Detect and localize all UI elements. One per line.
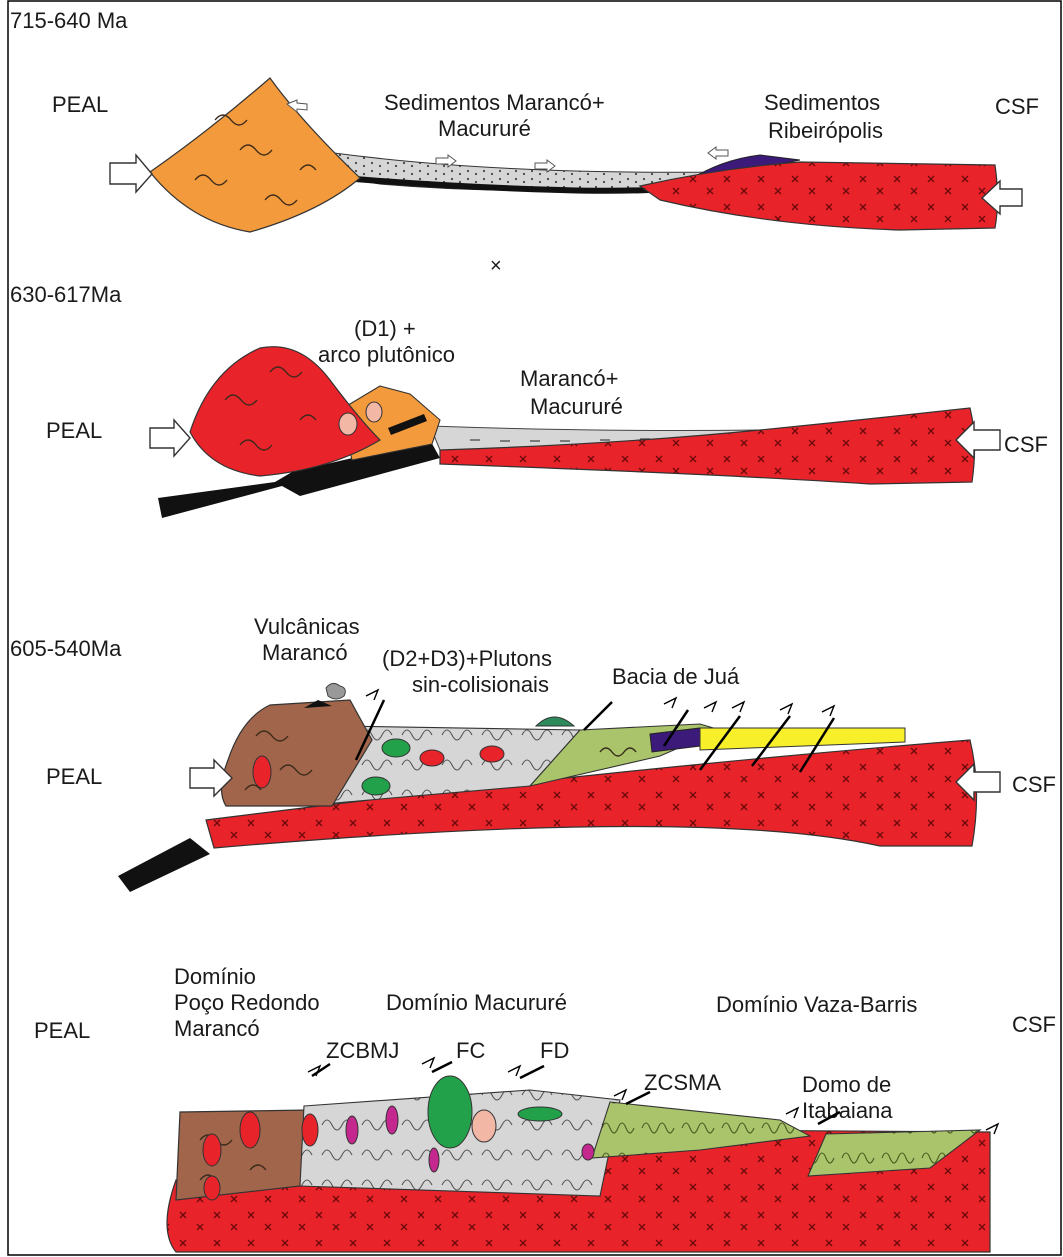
fault-zcbmj xyxy=(312,1064,330,1076)
red-pluton-3 xyxy=(204,1176,220,1200)
panel-1-label-ribeiropolis: Ribeirópolis xyxy=(768,118,883,143)
panel-2-label-d1: (D1) + xyxy=(354,316,416,341)
subducting-slab xyxy=(118,838,210,892)
panel-3-label-jua-basin: Bacia de Juá xyxy=(612,664,740,689)
orange-block xyxy=(150,78,360,232)
pink-pluton-fc xyxy=(472,1110,496,1142)
thrust-symbol-4 xyxy=(614,1090,626,1100)
magenta-pluton-4 xyxy=(582,1144,594,1160)
panel-2-label-macurure: Macururé xyxy=(530,394,623,419)
panel-3-label-maranco: Marancó xyxy=(262,640,348,665)
thrust-symbol-5 xyxy=(780,704,792,714)
panel-2-left-label: PEAL xyxy=(46,418,102,443)
panel-3-label-collisional: sin-colisionais xyxy=(412,672,549,697)
panel-4-right-label: CSF xyxy=(1012,1012,1056,1037)
panel-1-label-macurure: Macururé xyxy=(438,116,531,141)
panel-4-label-fd: FD xyxy=(540,1038,569,1063)
panel-1: 715-640 Ma PEAL CSF Sedimentos Marancó+ … xyxy=(10,8,1039,277)
panel-2: 630-617Ma PEAL CSF (D1) + arco plutônico… xyxy=(10,282,1048,518)
panel-3-left-label: PEAL xyxy=(46,764,102,789)
small-arrow-4 xyxy=(708,147,728,159)
panel-4-label-maranco: Marancó xyxy=(174,1016,260,1041)
panel-4-label-poco-redondo: Poço Redondo xyxy=(174,990,320,1015)
thrust-symbol-1 xyxy=(366,690,378,700)
panel-4-label-dominio: Domínio xyxy=(174,964,256,989)
stray-mark: × xyxy=(490,255,502,277)
left-push-arrow xyxy=(110,155,152,192)
panel-1-label-sediments-maranco: Sedimentos Marancó+ xyxy=(384,90,605,115)
panel-4-label-zcsma: ZCSMA xyxy=(644,1070,721,1095)
green-pluton-2 xyxy=(362,777,390,795)
thrust-symbol-3 xyxy=(508,1066,520,1076)
red-pluton-1 xyxy=(420,750,444,766)
panel-1-age: 715-640 Ma xyxy=(10,8,128,33)
thrust-symbol-6 xyxy=(822,706,834,716)
green-pluton-1 xyxy=(382,739,410,757)
panel-3-right-label: CSF xyxy=(1012,772,1056,797)
panel-4: PEAL CSF Domínio Poço Redondo Marancó Do… xyxy=(34,964,1056,1252)
magenta-pluton-2 xyxy=(386,1106,398,1134)
panel-2-label-maranco: Marancó+ xyxy=(520,366,618,391)
left-push-arrow xyxy=(150,420,190,456)
panel-2-age: 630-617Ma xyxy=(10,282,122,307)
magenta-pluton-3 xyxy=(429,1148,439,1172)
thrust-symbol-2 xyxy=(664,698,676,708)
red-pluton-4 xyxy=(302,1114,318,1146)
red-pluton-1 xyxy=(203,1134,221,1166)
panel-1-left-label: PEAL xyxy=(52,92,108,117)
thrust-symbol-4 xyxy=(732,702,744,712)
panel-2-right-label: CSF xyxy=(1004,432,1048,457)
red-pluton-2 xyxy=(480,746,504,762)
panel-3: 605-540Ma PEAL CSF Vulcânicas Marancó (D… xyxy=(10,614,1056,892)
panel-3-label-d2d3: (D2+D3)+Plutons xyxy=(382,646,552,671)
green-dome xyxy=(536,717,574,726)
panel-3-age: 605-540Ma xyxy=(10,636,122,661)
fault-fd xyxy=(520,1066,544,1078)
magenta-pluton-1 xyxy=(346,1116,358,1144)
green-pluton-fc xyxy=(428,1076,472,1148)
thrust-symbol-3 xyxy=(704,702,716,712)
panel-4-label-macurure-domain: Domínio Macururé xyxy=(386,990,567,1015)
panel-1-right-label: CSF xyxy=(995,94,1039,119)
thrust-symbol-5 xyxy=(786,1108,798,1118)
red-pluton-2 xyxy=(240,1112,260,1148)
pink-pluton-2 xyxy=(366,402,382,422)
panel-2-label-arc: arco plutônico xyxy=(318,342,455,367)
panel-3-label-volcanics: Vulcânicas xyxy=(254,614,360,639)
fault-2 xyxy=(584,702,612,730)
panel-4-label-vaza-barris-domain: Domínio Vaza-Barris xyxy=(716,992,917,1017)
thrust-symbol-2 xyxy=(422,1058,434,1068)
panel-4-label-itabaiana: Itabaiana xyxy=(802,1098,893,1123)
jua-basin-fill xyxy=(700,728,905,750)
fault-zcsma xyxy=(626,1092,650,1104)
volcanic-cloud xyxy=(326,683,345,699)
panel-4-label-domo: Domo de xyxy=(802,1072,891,1097)
red-pluton xyxy=(253,756,271,788)
green-pluton-fd xyxy=(518,1107,562,1121)
pink-pluton-1 xyxy=(339,413,357,435)
fault-fc xyxy=(432,1062,452,1072)
panel-4-left-label: PEAL xyxy=(34,1018,90,1043)
panel-4-label-fc: FC xyxy=(456,1038,485,1063)
panel-4-label-zcbmj: ZCBMJ xyxy=(326,1038,399,1063)
panel-1-label-sediments: Sedimentos xyxy=(764,90,880,115)
